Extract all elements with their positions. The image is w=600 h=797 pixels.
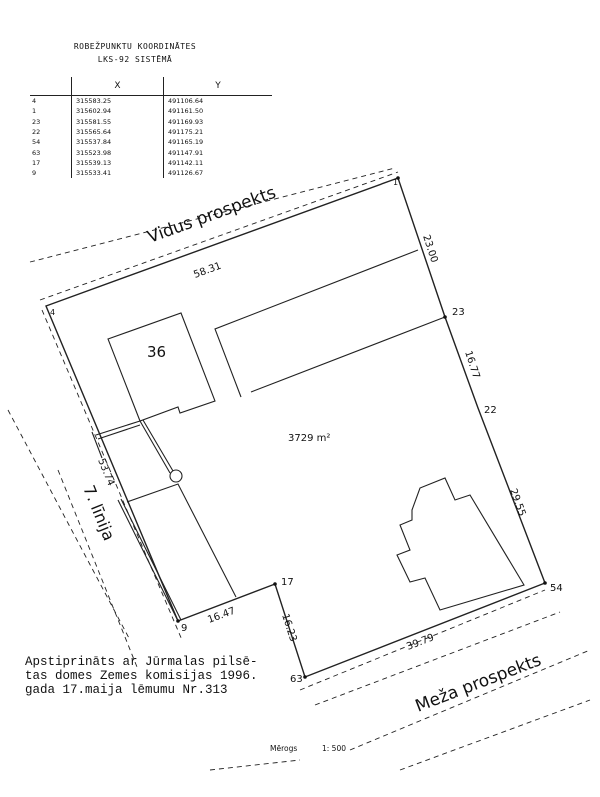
- building-36: [107, 312, 216, 422]
- distance-label: 29.55: [507, 487, 527, 518]
- col-header: [30, 77, 72, 96]
- x-cell: 315537.84: [71, 137, 164, 148]
- point-label: 1: [393, 178, 398, 187]
- x-cell: 315523.98: [71, 147, 164, 158]
- distance-label: 53.74: [95, 457, 116, 488]
- point-id-cell: 23: [32, 117, 41, 126]
- point-label: 4: [50, 308, 55, 317]
- col-header: Y: [163, 77, 272, 96]
- point-id-cell: 22: [32, 128, 41, 137]
- y-cell: 491147.91: [163, 147, 272, 158]
- x-cell: 315533.41: [71, 168, 164, 179]
- distance-label: 16.77: [462, 350, 481, 381]
- area-label: 3729 m²: [288, 433, 330, 444]
- distance-label: 58.31: [192, 261, 223, 281]
- point-id-cell: 1: [32, 107, 37, 116]
- x-cell: 315583.25: [71, 95, 164, 107]
- street-vidus-prospekts: Vidus prospekts: [145, 183, 279, 248]
- point-id-cell: 9: [32, 169, 37, 178]
- scale-label: Mērogs: [270, 744, 298, 753]
- point-id-cell: 63: [32, 148, 41, 157]
- y-cell: 491106.64: [163, 95, 272, 107]
- x-cell: 315581.55: [71, 116, 164, 127]
- point-label: 54: [550, 583, 563, 594]
- y-cell: 491142.11: [163, 157, 272, 169]
- table-title: ROBEŽPUNKTU KOORDINĀTES: [73, 42, 197, 51]
- x-cell: 315539.13: [71, 157, 164, 169]
- scale-value: 1: 500: [322, 744, 346, 753]
- building-number: 36: [147, 343, 166, 361]
- distance-label: 23.00: [420, 234, 439, 265]
- x-cell: 315565.64: [71, 126, 164, 138]
- point-label: 63: [290, 674, 303, 685]
- x-cell: 315602.94: [71, 106, 164, 117]
- point-label: 9: [181, 623, 187, 634]
- point-id-cell: 4: [32, 97, 37, 106]
- y-cell: 491165.19: [163, 137, 272, 148]
- street-edges: [7, 167, 591, 771]
- col-header: X: [71, 77, 164, 96]
- y-cell: 491175.21: [163, 126, 272, 138]
- approval-note: Apstiprināts ar Jūrmalas pilsē- tas dome…: [25, 655, 258, 697]
- point-id-cell: 54: [32, 138, 41, 147]
- y-cell: 491169.93: [163, 116, 272, 127]
- street-7-linija: 7. līnija: [79, 482, 118, 543]
- y-cell: 491126.67: [163, 168, 272, 179]
- street-meza-prospekts: Meža prospekts: [413, 650, 545, 716]
- point-id-cell: 17: [32, 158, 41, 167]
- point-label: 17: [281, 577, 294, 588]
- y-cell: 491161.50: [163, 106, 272, 117]
- house: [396, 477, 525, 611]
- point-label: 23: [452, 307, 465, 318]
- long-building: [214, 249, 446, 398]
- table-subtitle: LKS-92 SISTĒMĀ: [97, 55, 173, 64]
- point-label: 22: [484, 405, 497, 416]
- distance-label: 16.23: [279, 613, 298, 644]
